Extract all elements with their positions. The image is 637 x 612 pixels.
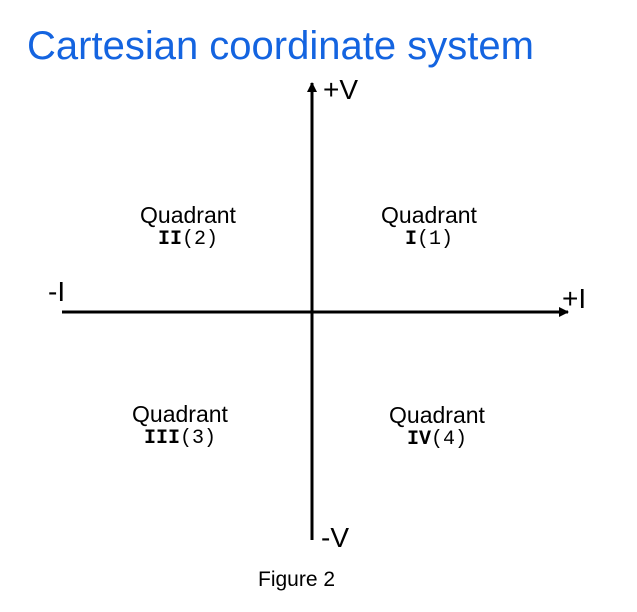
axis-label-minus-i: -I <box>48 276 66 307</box>
quadrant-2-label: Quadrant II(2) <box>118 202 258 252</box>
diagram-title: Cartesian coordinate system <box>27 24 534 68</box>
axis-label-plus-i: +I <box>562 283 587 314</box>
quadrant-4-label: Quadrant IV(4) <box>367 402 507 452</box>
quadrant-3-name: Quadrant <box>132 401 228 427</box>
quadrant-3-number: (3) <box>180 427 217 450</box>
axis-label-plus-v: +V <box>323 74 359 105</box>
quadrant-4-number: (4) <box>431 428 468 451</box>
axis-label-minus-v: -V <box>321 522 349 553</box>
quadrant-1-number: (1) <box>417 228 454 251</box>
quadrant-4-name: Quadrant <box>389 402 485 428</box>
figure-caption: Figure 2 <box>258 568 336 591</box>
quadrant-3-roman: III <box>143 427 180 450</box>
quadrant-1-label: Quadrant I(1) <box>359 202 499 252</box>
quadrant-1-name: Quadrant <box>381 202 477 228</box>
quadrant-2-name: Quadrant <box>140 202 236 228</box>
quadrant-2-roman: II <box>157 228 182 251</box>
quadrant-2-number: (2) <box>182 228 219 251</box>
quadrant-3-label: Quadrant III(3) <box>110 401 250 451</box>
quadrant-4-roman: IV <box>406 428 431 451</box>
quadrant-1-roman: I <box>404 228 417 251</box>
